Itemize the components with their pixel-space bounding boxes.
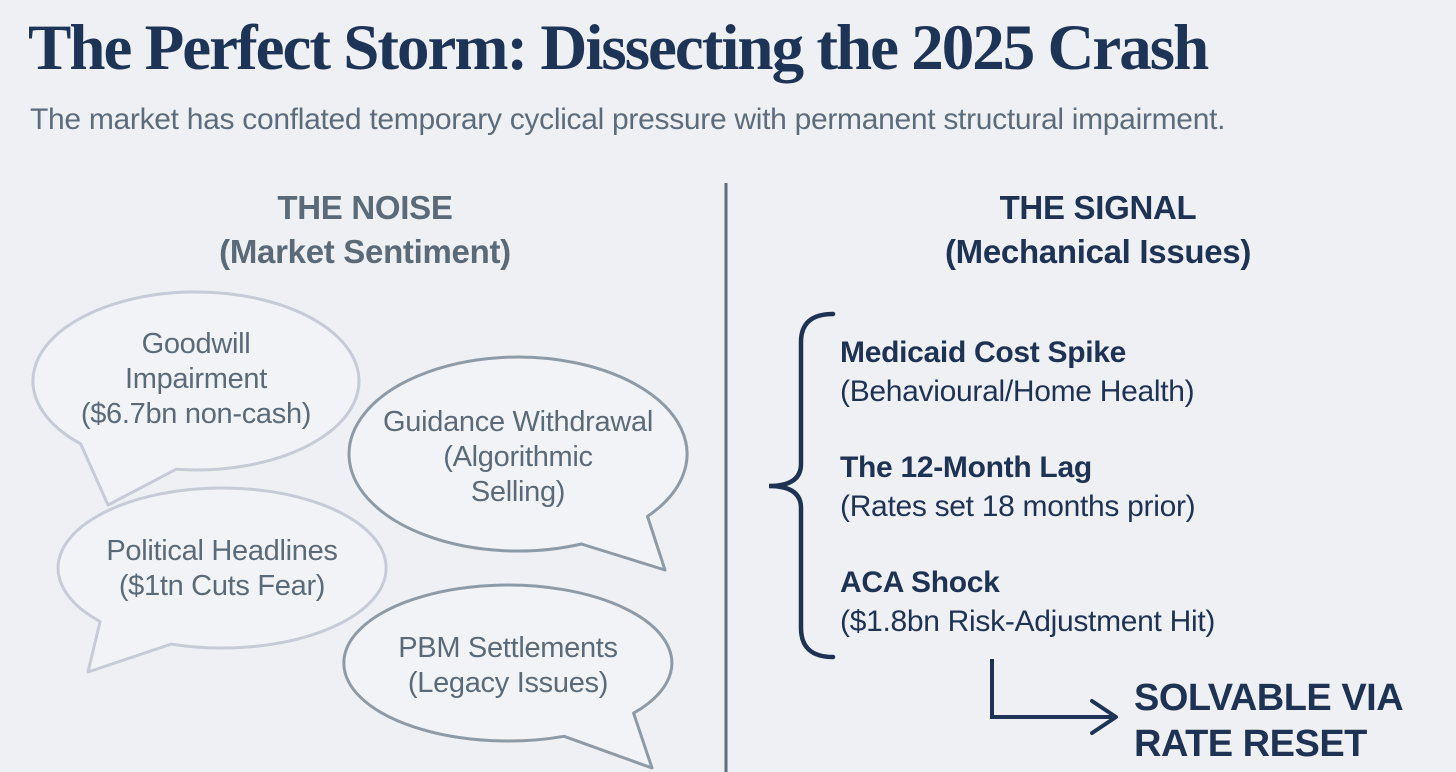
speech-bubble-goodwill-shape xyxy=(31,290,361,507)
signal-column-subheading: (Mechanical Issues) xyxy=(944,233,1252,270)
signal-column-heading: THE SIGNAL xyxy=(999,189,1197,226)
signal-item-detail: ($1.8bn Risk-Adjustment Hit) xyxy=(840,605,1216,638)
speech-bubble-goodwill-text: Goodwill Impairment ($6.7bn non-cash) xyxy=(26,327,366,432)
bubble-line: (Legacy Issues) xyxy=(407,667,609,699)
speech-bubble-political-text: Political Headlines ($1tn Cuts Fear) xyxy=(52,534,392,604)
speech-bubble-guidance-shape xyxy=(347,355,689,572)
bubble-line: Guidance Withdrawal xyxy=(383,406,653,438)
bubble-line: Political Headlines xyxy=(106,535,338,567)
outcome-line: SOLVABLE VIA xyxy=(1134,677,1404,719)
signal-item-aca: ACA Shock ($1.8bn Risk-Adjustment Hit) xyxy=(840,563,1215,641)
bubble-line: (Algorithmic xyxy=(443,441,593,473)
bubble-line: Impairment xyxy=(124,363,268,395)
signal-item-detail: (Behavioural/Home Health) xyxy=(840,375,1195,408)
speech-bubble-pbm-text: PBM Settlements (Legacy Issues) xyxy=(338,631,678,701)
signal-item-title: The 12-Month Lag xyxy=(840,451,1092,484)
page-title: The Perfect Storm: Dissecting the 2025 C… xyxy=(28,12,1209,84)
signal-item-title: Medicaid Cost Spike xyxy=(840,336,1127,369)
speech-bubble-pbm-shape xyxy=(342,583,674,770)
outcome-label: SOLVABLE VIA RATE RESET xyxy=(1134,675,1404,767)
outcome-line: RATE RESET xyxy=(1134,723,1367,765)
noise-column-header: THE NOISE (Market Sentiment) xyxy=(105,186,625,274)
bubble-line: ($1tn Cuts Fear) xyxy=(118,570,326,602)
signal-item-title: ACA Shock xyxy=(840,566,1000,599)
signal-curly-brace xyxy=(768,311,836,660)
bubble-line: PBM Settlements xyxy=(398,632,618,664)
noise-column-subheading: (Market Sentiment) xyxy=(219,233,511,270)
bubble-line: Goodwill xyxy=(141,328,251,360)
page-subtitle: The market has conflated temporary cycli… xyxy=(30,103,1226,136)
noise-column-heading: THE NOISE xyxy=(277,189,453,226)
signal-item-medicaid: Medicaid Cost Spike (Behavioural/Home He… xyxy=(840,333,1195,411)
bubble-line: ($6.7bn non-cash) xyxy=(80,398,312,430)
signal-item-detail: (Rates set 18 months prior) xyxy=(840,490,1196,523)
speech-bubble-guidance-text: Guidance Withdrawal (Algorithmic Selling… xyxy=(343,405,693,510)
bubble-line: Selling) xyxy=(470,476,566,508)
outcome-arrow-connector xyxy=(990,659,1112,719)
right-arrowhead-icon xyxy=(1090,699,1118,735)
speech-bubble-political-shape xyxy=(56,486,388,674)
signal-item-lag: The 12-Month Lag (Rates set 18 months pr… xyxy=(840,448,1196,526)
signal-column-header: THE SIGNAL (Mechanical Issues) xyxy=(838,186,1358,274)
